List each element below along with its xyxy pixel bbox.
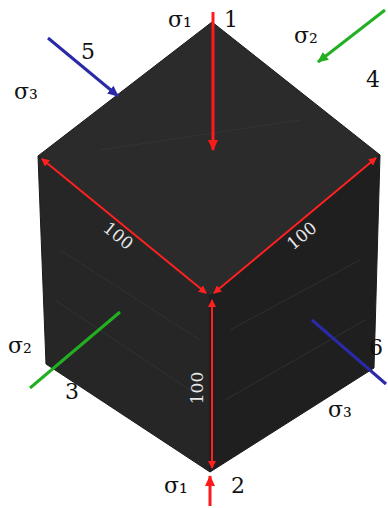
callout-number: 2 [231,475,245,497]
callout-number: 3 [65,381,79,403]
stress-symbol: σ₂ [8,335,32,357]
callout-number: 6 [369,337,383,359]
callout-number: 4 [366,69,380,91]
stress-symbol: σ₂ [294,25,318,47]
stress-symbol: σ₁ [164,475,188,497]
stress-symbol: σ₁ [168,9,192,31]
callout-number: 1 [224,9,238,31]
dimension: 100 [189,372,206,404]
stress-symbol: σ₃ [14,81,38,103]
callout-number: 5 [81,41,95,63]
stress-symbol: σ₃ [328,399,352,421]
